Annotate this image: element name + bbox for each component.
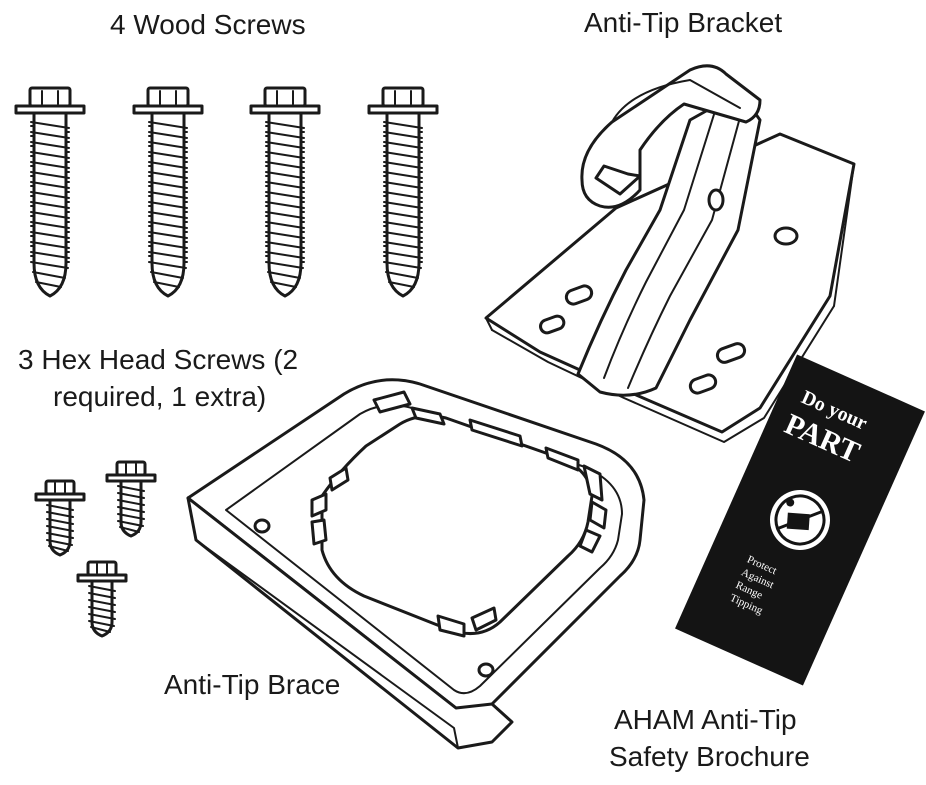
hex-screw	[105, 460, 157, 538]
hex-screw	[76, 560, 128, 638]
wood-screws-label: 4 Wood Screws	[110, 9, 306, 40]
anti-tip-brace-label: Anti-Tip Brace	[164, 669, 341, 700]
hex-screw	[34, 479, 86, 557]
brochure-label-line1: AHAM Anti-Tip	[614, 704, 797, 735]
wood-screw	[14, 86, 86, 298]
wood-screw	[249, 86, 321, 298]
hex-screws-label-line1: 3 Hex Head Screws (2	[18, 344, 299, 375]
wood-screw	[132, 86, 204, 298]
wood-screws	[14, 86, 439, 298]
wood-screw	[367, 86, 439, 298]
anti-tip-bracket	[484, 64, 856, 443]
no-tipping-icon	[770, 490, 830, 550]
anti-tip-bracket-label: Anti-Tip Bracket	[584, 7, 783, 38]
hex-screws-label-line2: required, 1 extra)	[53, 381, 267, 412]
safety-brochure: Do your PART Protect Against Range Tippi…	[675, 354, 925, 686]
brochure-label-line2: Safety Brochure	[609, 741, 810, 772]
hex-head-screws	[34, 460, 157, 638]
anti-tip-brace	[186, 378, 646, 750]
